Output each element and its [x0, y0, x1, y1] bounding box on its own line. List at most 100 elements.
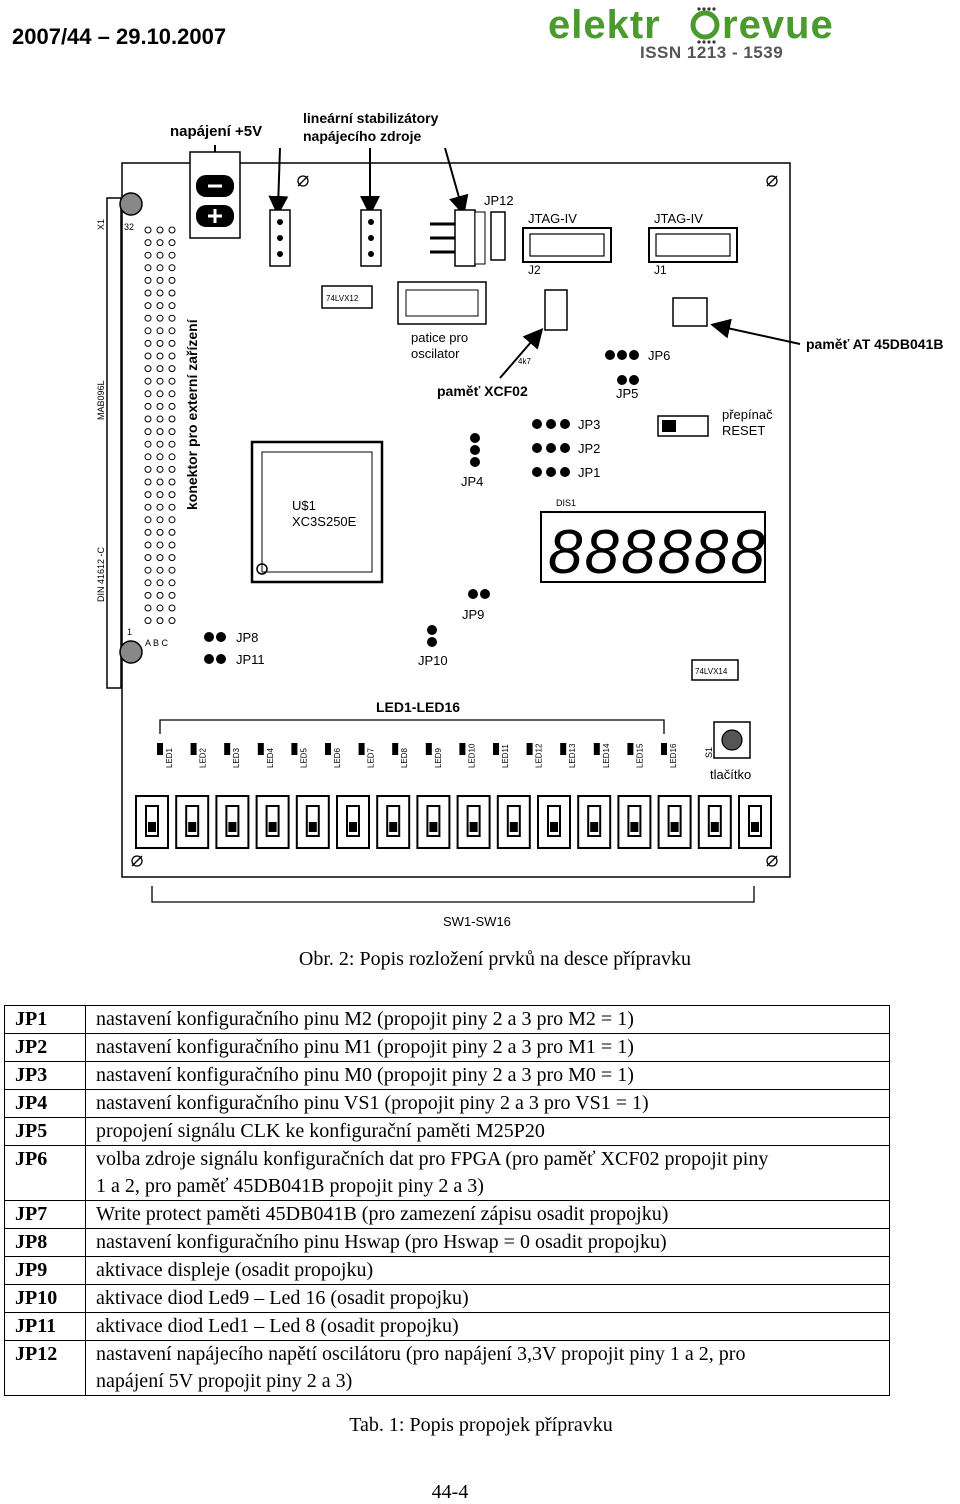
- ic-74lvx12-label: 74LVX12: [326, 294, 359, 303]
- led-label: LED6: [333, 747, 342, 768]
- jp9-jumper: [468, 589, 490, 599]
- led: [493, 743, 499, 755]
- jumper-key: JP6: [4, 1145, 86, 1201]
- connector-pin: [156, 314, 164, 322]
- jp12-jumper: [490, 211, 506, 261]
- fpga-chip: [250, 440, 384, 584]
- connector-pin: [156, 302, 164, 310]
- switch: [577, 795, 612, 849]
- jp11-jumper: [204, 654, 226, 664]
- connector-pin: [156, 251, 164, 259]
- connector-pin: [168, 554, 176, 562]
- logo-text-elektro: elektr: [548, 4, 661, 47]
- description-line: Write protect paměti 45DB041B (pro zamez…: [96, 1203, 669, 1225]
- connector-pin: [156, 226, 164, 234]
- jumper-description: aktivace diod Led9 – Led 16 (osadit prop…: [85, 1284, 890, 1313]
- connector-pin: [144, 264, 152, 272]
- jp2-jumper: [532, 443, 570, 453]
- description-line: napájení 5V propojit piny 2 a 3): [96, 1370, 353, 1392]
- description-line: volba zdroje signálu konfiguračních dat …: [96, 1148, 769, 1170]
- connector-pin: [168, 365, 176, 373]
- connector-pin: [144, 428, 152, 436]
- logo-text-revue: revue: [722, 4, 834, 47]
- connector-pin: [168, 339, 176, 347]
- connector-pin: [168, 503, 176, 511]
- din-connector-body: [106, 197, 122, 689]
- fpga-label-2: XC3S250E: [292, 514, 357, 529]
- led-label: LED7: [367, 747, 376, 768]
- jumper-description: nastavení konfiguračního pinu VS1 (propo…: [85, 1089, 890, 1118]
- jtag-left-label: JTAG-IV: [528, 211, 577, 226]
- connector-pin: [168, 528, 176, 536]
- connector-pin: [156, 516, 164, 524]
- jp4-label: JP4: [461, 474, 483, 489]
- led: [392, 743, 399, 755]
- connector-pin: [144, 390, 152, 398]
- figure-caption: Obr. 2: Popis rozložení prvků na desce p…: [298, 948, 692, 970]
- issue-date: 2007/44 – 29.10.2007: [12, 24, 227, 49]
- connector-pin: [168, 251, 176, 259]
- connector-label: konektor pro externí zařízení: [184, 318, 200, 510]
- connector-pin: [168, 276, 176, 284]
- jp6-label: JP6: [648, 348, 670, 363]
- connector-screw-top-icon: [119, 192, 143, 216]
- switch-knob: [630, 822, 639, 832]
- socket-label-2: oscilator: [411, 346, 460, 361]
- jumper-key: JP3: [4, 1061, 86, 1090]
- connector-pin: [168, 264, 176, 272]
- led: [224, 743, 231, 755]
- switch: [175, 795, 210, 849]
- connector-pin: [144, 302, 152, 310]
- led-label: LED16: [669, 743, 678, 768]
- connector-pin: [144, 352, 152, 360]
- dis1-label: DIS1: [556, 498, 576, 508]
- connector-pin: [156, 453, 164, 461]
- description-line: nastavení konfiguračního pinu VS1 (propo…: [96, 1092, 649, 1114]
- connector-pin: [156, 528, 164, 536]
- jtag-connector-j2: [522, 227, 612, 263]
- switches-label: SW1-SW16: [443, 914, 511, 929]
- connector-pin: [144, 617, 152, 625]
- switch-knob: [710, 822, 719, 832]
- connector-pin: [168, 415, 176, 423]
- socket-label-1: patice pro: [411, 330, 468, 345]
- connector-pin: [144, 251, 152, 259]
- led-label: LED11: [501, 744, 510, 768]
- jp8-label: JP8: [236, 630, 258, 645]
- led: [627, 743, 634, 755]
- ic-74lvx14-label: 74LVX14: [695, 667, 728, 676]
- led: [425, 743, 432, 755]
- switch-knob: [751, 822, 759, 832]
- led-label: LED2: [199, 747, 208, 768]
- issn: ISSN 1213 - 1539: [640, 43, 784, 62]
- description-line: nastavení konfiguračního pinu M2 (propoj…: [96, 1008, 634, 1030]
- jumper-description: propojení signálu CLK ke konfigurační pa…: [85, 1117, 890, 1146]
- description-line: nastavení konfiguračního pinu M1 (propoj…: [96, 1036, 634, 1058]
- connector-pin: [144, 465, 152, 473]
- connector-pin: [144, 503, 152, 511]
- connector-pin: [144, 327, 152, 335]
- connector-pin: [156, 428, 164, 436]
- regulator-arrow-1: [268, 147, 289, 216]
- connector-pin: [144, 377, 152, 385]
- switch-knob: [429, 822, 438, 832]
- connector-pin: [168, 226, 176, 234]
- connector-pin: [168, 440, 176, 448]
- connector-pin: [156, 352, 164, 360]
- power-label: napájení +5V: [170, 123, 262, 140]
- connector-pin: [156, 339, 164, 347]
- abc-label: A B C: [145, 638, 169, 648]
- connector-pin: [156, 415, 164, 423]
- mem-xcf-label: paměť XCF02: [437, 383, 528, 399]
- connector-pin: [156, 365, 164, 373]
- connector-pin: [156, 402, 164, 410]
- elektrorevue-logo: elektr revue: [548, 4, 834, 47]
- ic-74lvx14: [691, 659, 739, 681]
